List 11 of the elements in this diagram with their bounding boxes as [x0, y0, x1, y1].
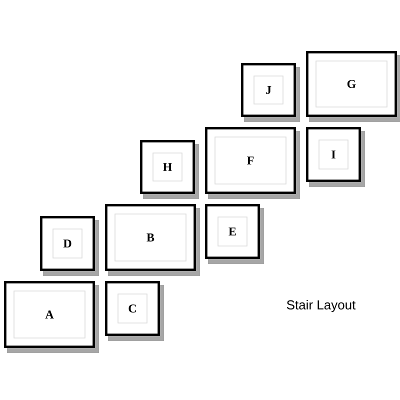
picture-frame: F	[205, 127, 300, 199]
caption: Stair Layout	[286, 300, 356, 312]
picture-frame: I	[306, 127, 365, 187]
picture-frame: H	[140, 140, 199, 199]
picture-frame: G	[306, 51, 400, 122]
picture-frame: A	[4, 281, 99, 353]
picture-frame: D	[40, 216, 99, 276]
picture-frame: J	[241, 63, 300, 122]
picture-frame: B	[105, 204, 200, 276]
picture-frame: E	[205, 204, 264, 264]
picture-frame: C	[105, 281, 164, 341]
